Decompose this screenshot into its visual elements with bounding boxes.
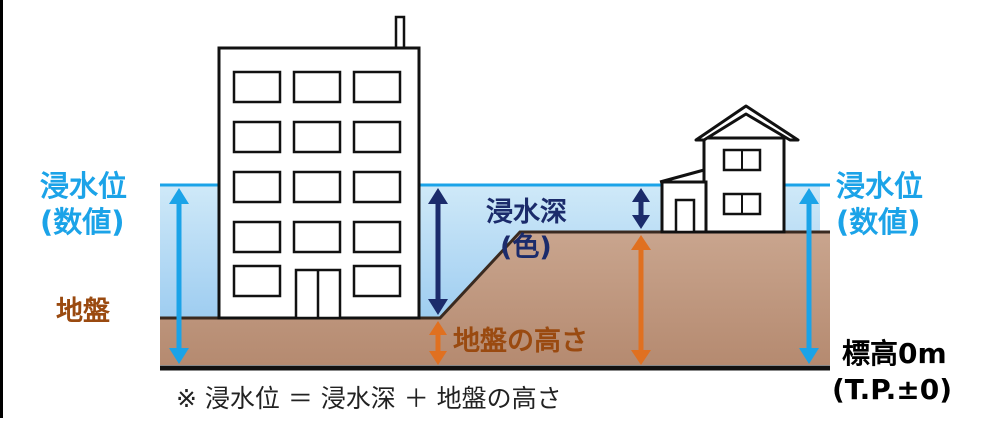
ground-label: 地盤 [56, 296, 110, 327]
flood-depth-arrow [428, 188, 448, 315]
flood-depth-arrow-house [632, 188, 650, 229]
tp-zero-label: (T.P.±0) [832, 373, 953, 406]
flood-level-label-left: 浸水位 [40, 169, 128, 203]
ground-height-label: 地盤の高さ [453, 326, 588, 357]
flood-level-label-right: 浸水位 [836, 169, 924, 203]
value-label-left: (数値) [40, 205, 125, 239]
ground-area [160, 232, 830, 365]
flood-level-arrow-right [799, 188, 819, 364]
elevation-zero-label: 標高0m [842, 337, 947, 370]
depth-color-label: (色) [500, 232, 552, 263]
ground-height-arrow [429, 321, 447, 365]
apartment-building [217, 15, 421, 320]
formula-note: ※ 浸水位 ＝ 浸水深 ＋ 地盤の高さ [176, 384, 562, 413]
value-label-right: (数値) [836, 205, 921, 239]
frame-edge [0, 0, 3, 418]
ground-height-arrow-house [631, 235, 651, 365]
house [659, 104, 800, 234]
flood-level-arrow-left [169, 188, 189, 364]
flood-depth-label: 浸水深 [486, 197, 567, 228]
